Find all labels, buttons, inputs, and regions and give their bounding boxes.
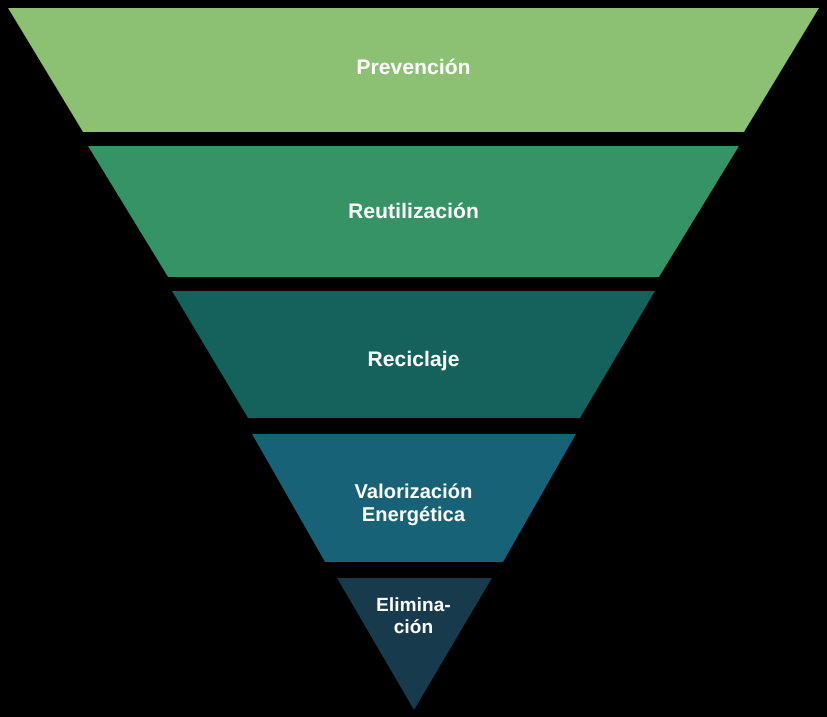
funnel-segment-valorizacion-energetica[interactable] bbox=[252, 434, 576, 562]
funnel-segment-eliminacion[interactable] bbox=[337, 578, 492, 710]
funnel-segment-reciclaje[interactable] bbox=[172, 291, 655, 418]
funnel-segment-prevencion[interactable] bbox=[8, 8, 819, 132]
funnel-segment-reutilizacion[interactable] bbox=[88, 146, 739, 277]
